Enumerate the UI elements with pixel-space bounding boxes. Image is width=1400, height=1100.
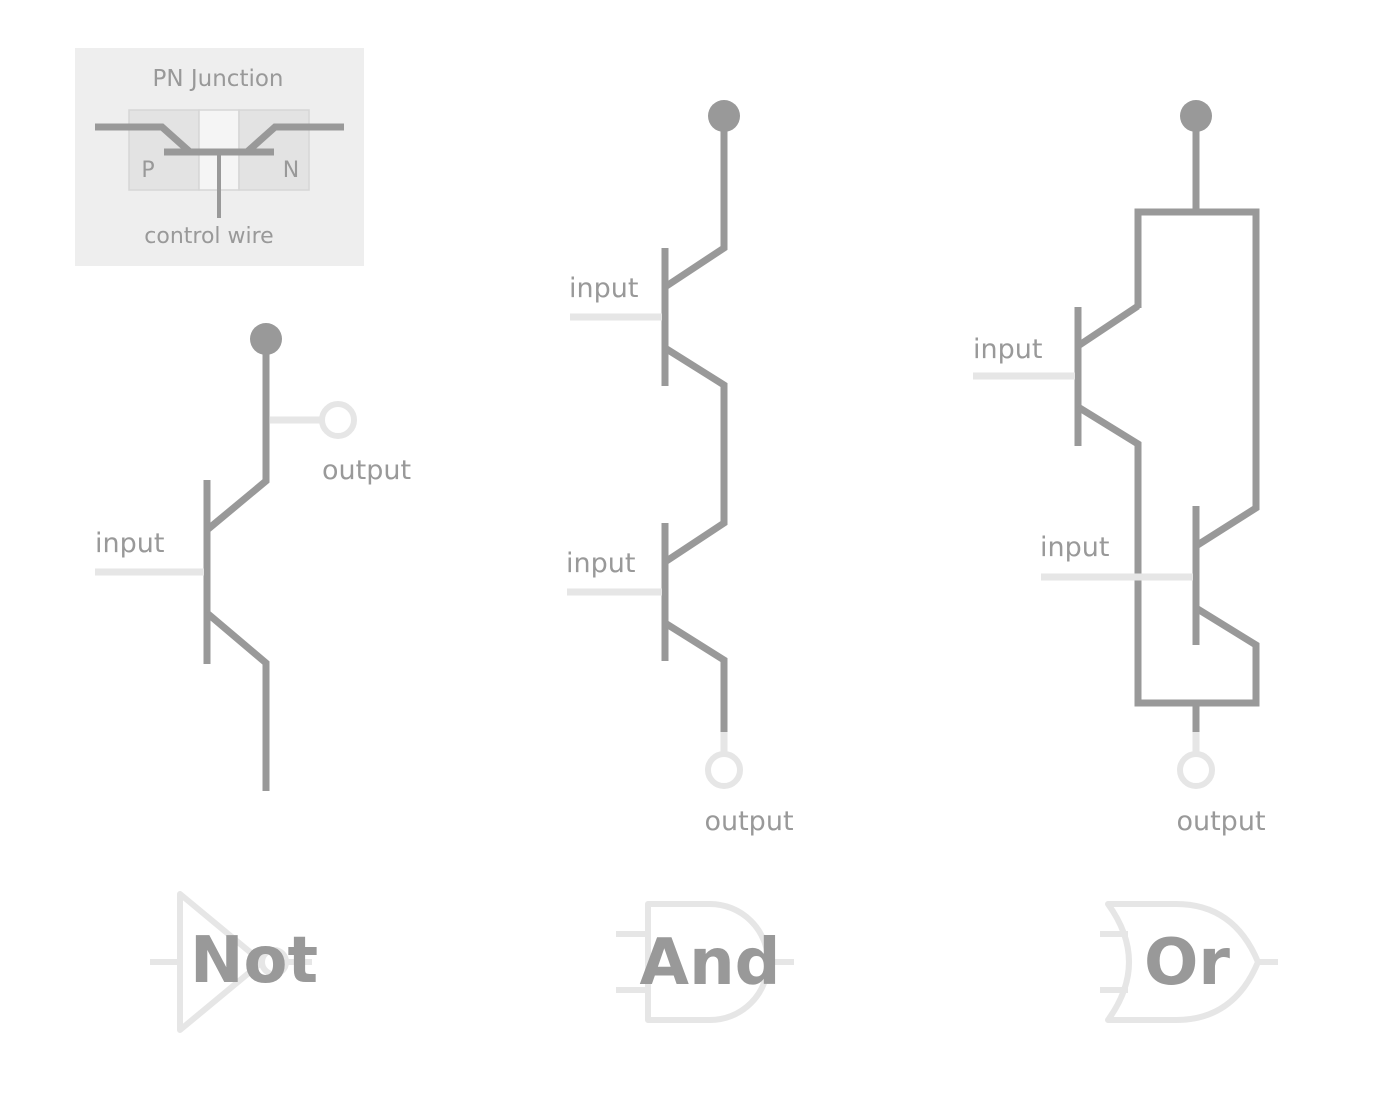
not-collector-wire [204,339,270,533]
and-bottom-emitter-wire [663,620,728,732]
not-gate-label: Not [190,924,318,998]
not-input-label: input [95,528,164,559]
or-gate-symbol: Or [1100,901,1278,1023]
or-left-transistor-collector [1076,303,1140,349]
and-top-input-label: input [569,273,638,304]
not-gate-triangle-icon [177,891,265,1033]
and-middle-wire [663,345,728,565]
p-label: P [141,158,154,183]
pn-junction-panel: PN Junction P N control wire [75,48,364,266]
or-gate-body-icon [1105,901,1261,1023]
or-output-label: output [1176,806,1265,837]
or-left-input-label: input [973,334,1042,365]
and-bottom-input-label: input [566,548,635,579]
or-left-rail [1134,208,1260,549]
not-output-terminal [319,401,357,439]
and-gate-symbol: And [616,901,794,1023]
and-top-collector-wire [663,116,728,290]
control-wire-label: control wire [144,224,273,249]
or-right-input-label: input [1040,532,1109,563]
not-output-label: output [322,455,411,486]
or-gate-label: Or [1144,926,1230,1000]
and-gate-label: And [640,926,781,1000]
not-emitter-wire [204,610,270,791]
not-circuit: input output [95,323,411,791]
and-gate-body-icon [645,901,771,1023]
n-label: N [283,158,299,183]
and-output-label: output [704,806,793,837]
and-output-terminal [705,751,743,789]
and-circuit: input input output [566,100,794,837]
pn-junction-title: PN Junction [152,66,283,92]
not-gate-symbol: Not [150,891,318,1033]
or-circuit: input input output [973,100,1266,837]
or-output-terminal [1177,751,1215,789]
